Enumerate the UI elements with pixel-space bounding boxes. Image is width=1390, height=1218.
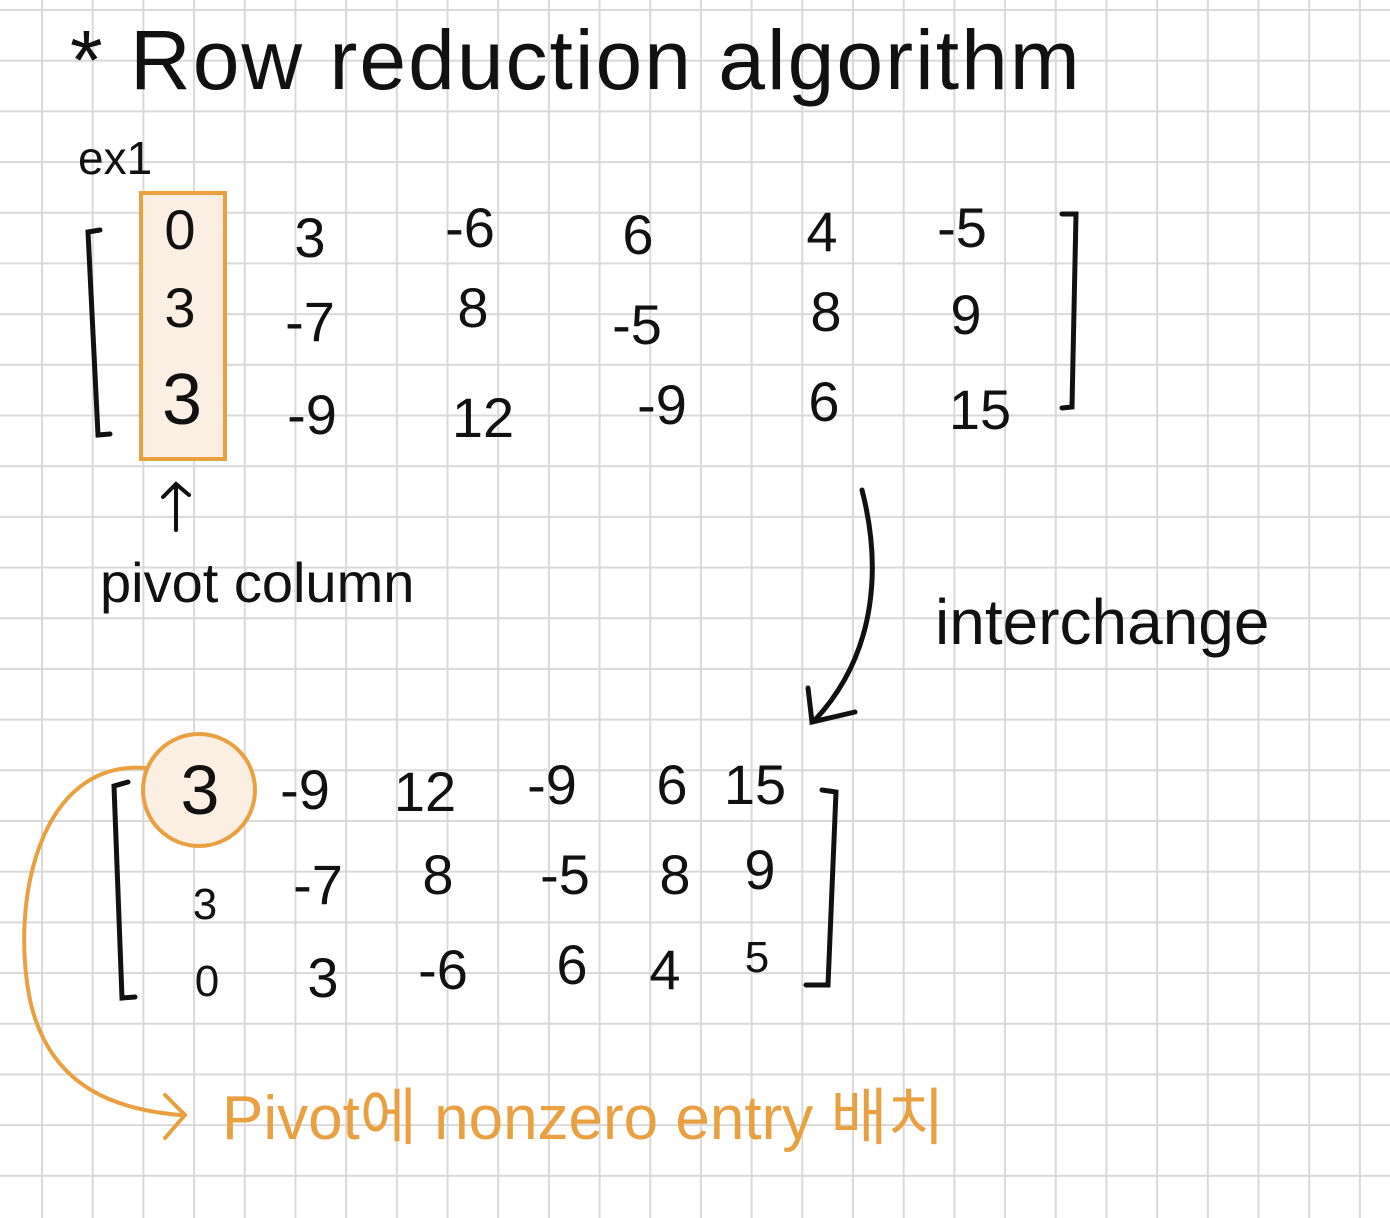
matrix-entry: -7	[293, 853, 343, 916]
matrix-entry: -5	[937, 196, 987, 259]
matrix-entry: 15	[723, 753, 787, 816]
matrix1-left-bracket	[85, 227, 113, 438]
up-arrow-icon	[161, 481, 191, 532]
matrix-entry: 9	[950, 283, 982, 346]
curved-arrow-icon	[22, 765, 188, 1140]
matrix-entry: -6	[418, 938, 468, 1001]
matrix-entry: -9	[287, 383, 337, 446]
pivot-entry-circle	[141, 732, 257, 848]
matrix-entry: -9	[527, 753, 577, 816]
matrix-entry: -5	[540, 843, 590, 906]
matrix-entry: 12	[451, 386, 515, 449]
matrix-entry: 8	[810, 280, 842, 343]
matrix2-right-bracket	[803, 787, 839, 988]
example-label: ex1	[78, 132, 153, 184]
matrix-entry: 9	[744, 838, 776, 901]
matrix-entry: 6	[622, 203, 654, 266]
matrix-entry: 4	[806, 200, 838, 263]
matrix-entry: -9	[280, 758, 330, 821]
pivot-entry: 3	[180, 751, 220, 829]
matrix-entry: 8	[457, 276, 489, 339]
matrix-entry: 15	[948, 378, 1012, 441]
pivot-note: Pivot에 nonzero entry 배치	[222, 1084, 945, 1153]
matrix-entry: -7	[285, 290, 335, 353]
matrix-entry: 6	[808, 370, 840, 433]
matrix-entry: 8	[659, 843, 691, 906]
matrix-entry: 3	[307, 946, 339, 1009]
matrix-entry: 6	[556, 933, 588, 996]
matrix2-left-bracket	[111, 779, 138, 1001]
matrix-entry: 12	[393, 760, 457, 823]
matrix-entry: 3	[192, 880, 218, 929]
matrix1-right-bracket	[1059, 211, 1079, 411]
matrix-entry: 4	[649, 938, 681, 1001]
matrix-entry: 0	[194, 957, 220, 1006]
matrix-entry: 3	[161, 360, 203, 440]
page-title: * Row reduction algorithm	[70, 13, 1082, 107]
matrix-entry: -6	[445, 196, 495, 259]
matrix-entry: -5	[612, 293, 662, 356]
pivot-column-highlight	[139, 191, 227, 461]
matrix-entry: 6	[656, 753, 688, 816]
matrix-entry: -9	[637, 373, 687, 436]
matrix-entry: 5	[744, 933, 770, 982]
interchange-label: interchange	[935, 586, 1270, 658]
matrix-entry: 0	[164, 198, 196, 261]
matrix-entry: 8	[422, 843, 454, 906]
pivot-column-label: pivot column	[100, 551, 415, 614]
matrix-entry: 3	[294, 206, 326, 269]
matrix-entry: 3	[164, 276, 196, 339]
down-arrow-icon	[805, 487, 875, 726]
